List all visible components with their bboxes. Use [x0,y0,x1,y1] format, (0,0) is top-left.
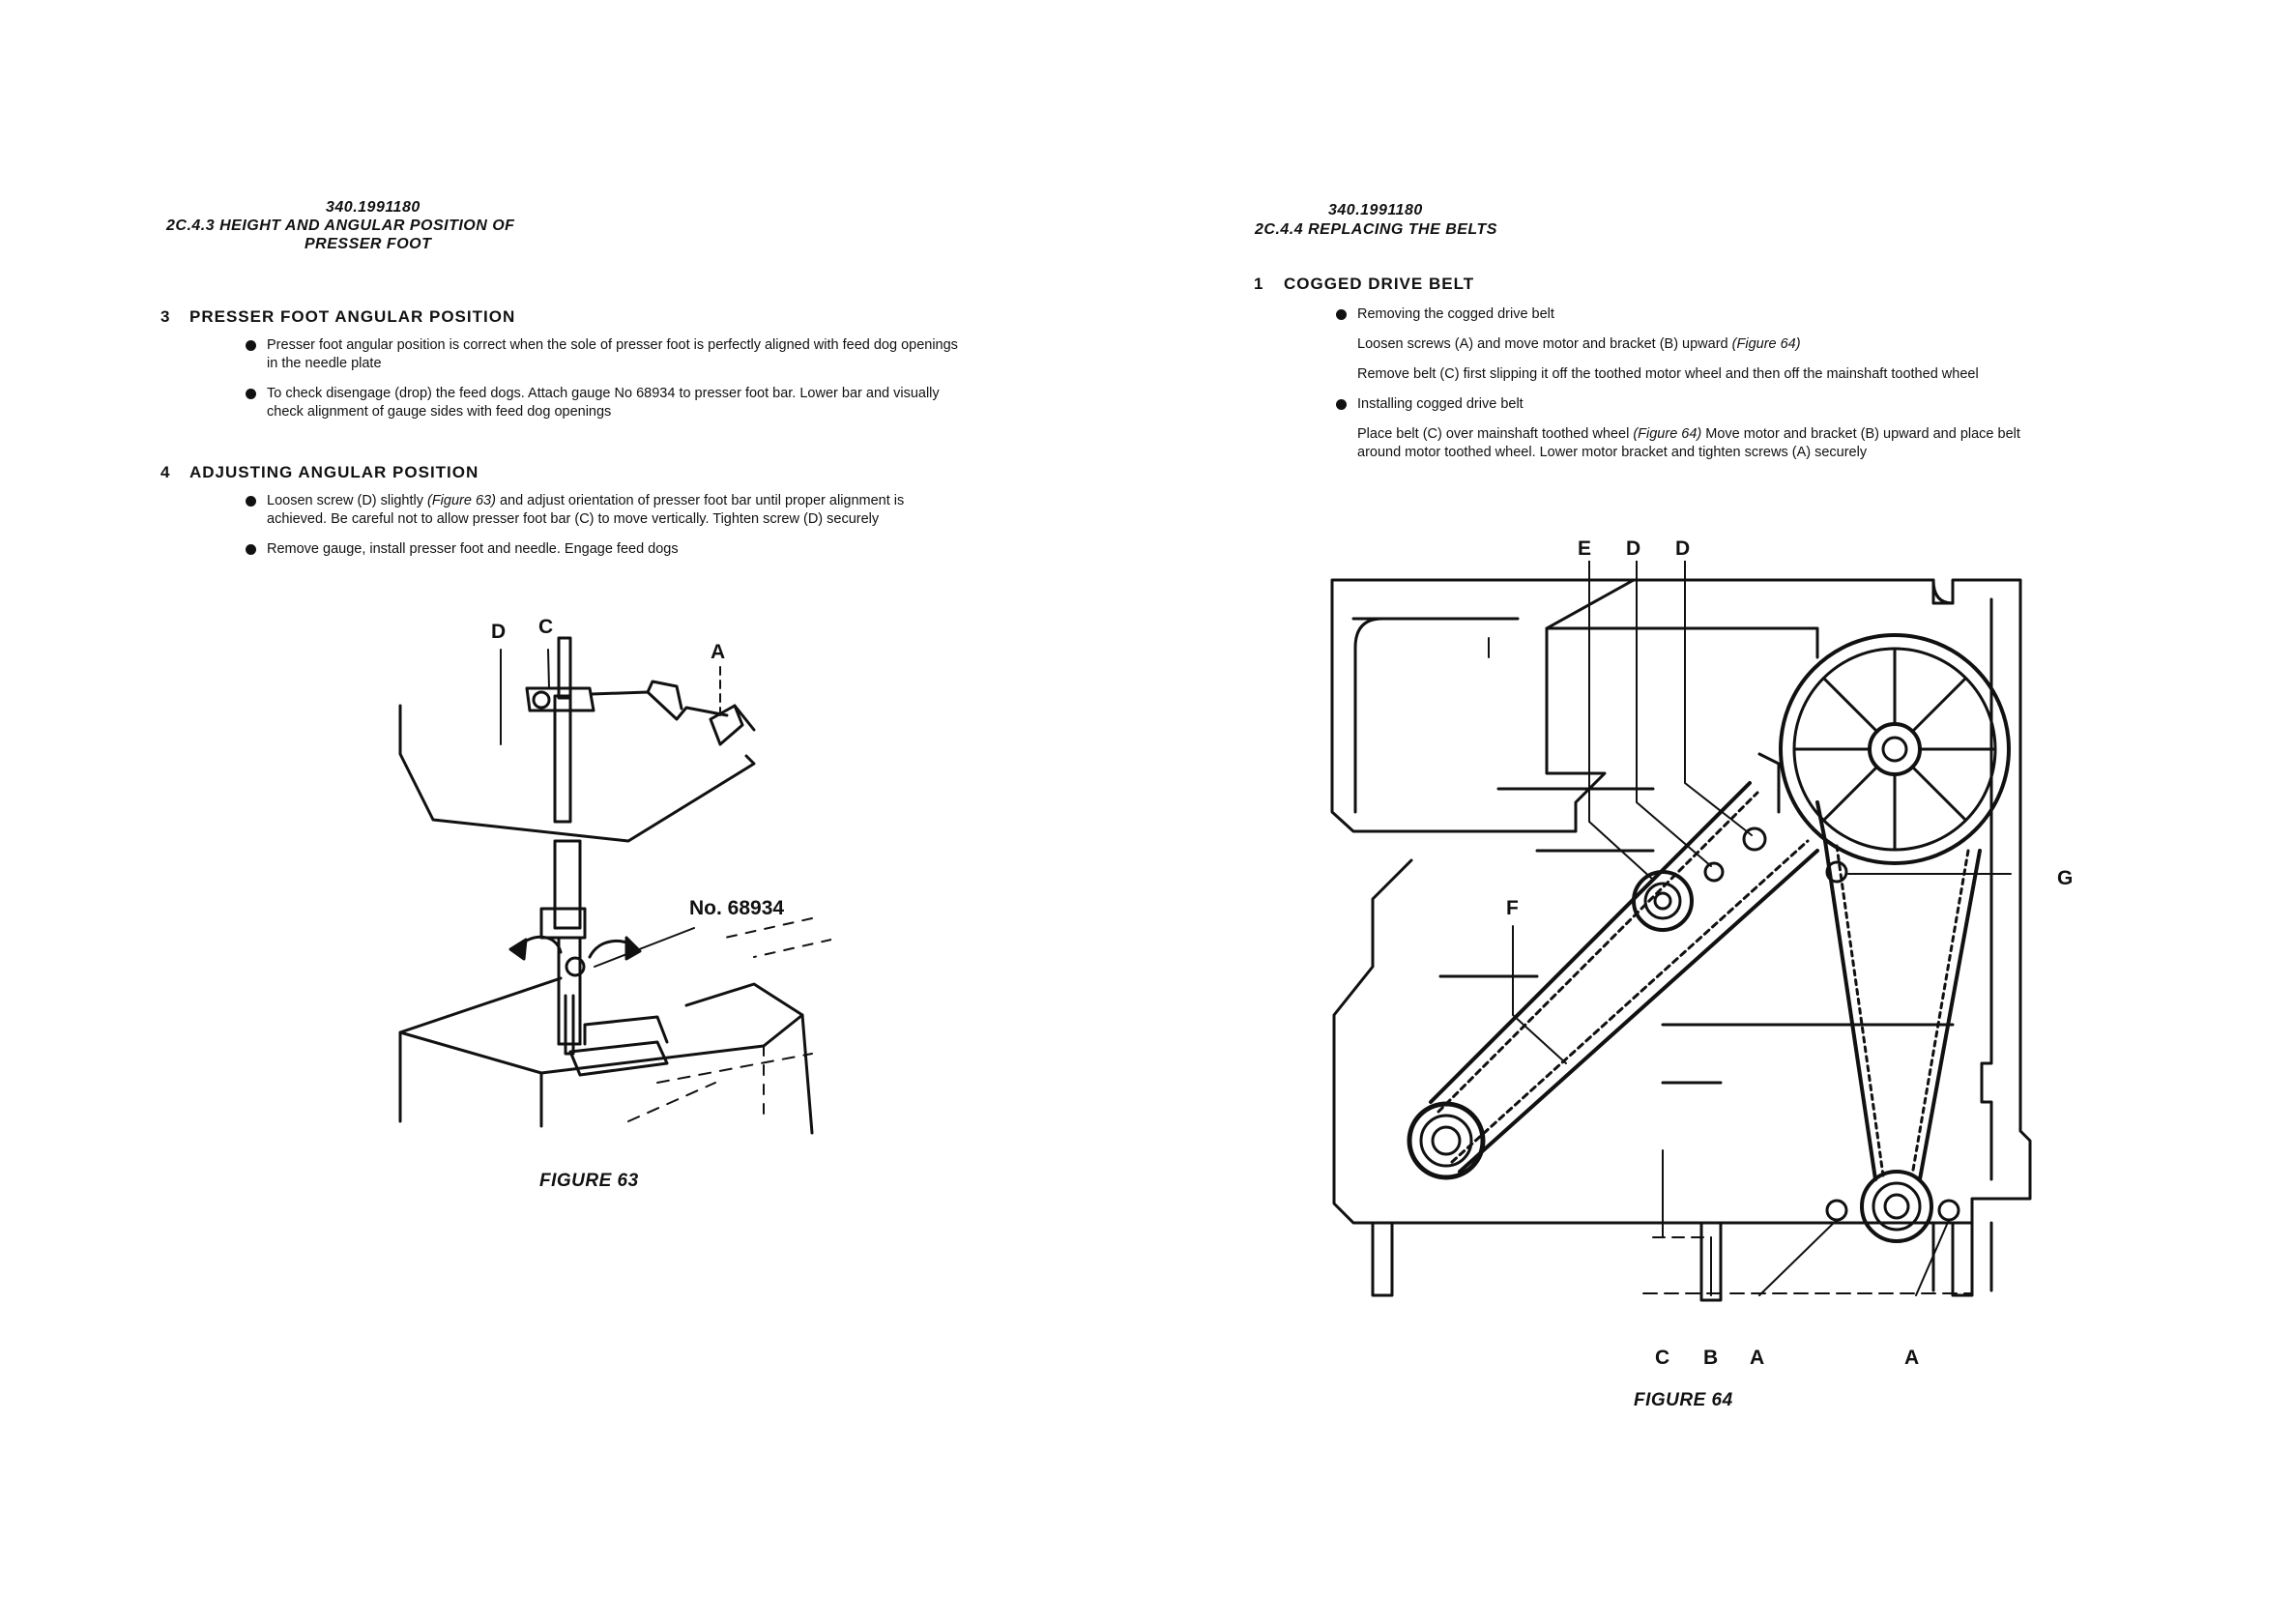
right-s1-p1-pre: Loosen screws (A) and move motor and bra… [1357,336,1732,352]
fig63-caption: FIGURE 63 [539,1171,639,1191]
left-s4-bullet2: Remove gauge, install presser foot and n… [246,540,959,559]
left-s3-bullet1: Presser foot angular position is correct… [246,336,959,373]
left-section-title-line1: 2C.4.3 HEIGHT AND ANGULAR POSITION OF [166,218,515,234]
right-doc-number: 340.1991180 [1328,202,1423,218]
figure-64-drawing [1330,561,2032,1302]
left-s4-bullet1-ref: (Figure 63) [427,493,496,508]
fig64-label-a1: A [1750,1347,1765,1369]
fig63-label-c: C [538,616,554,638]
left-s4-bullets: Loosen screw (D) slightly (Figure 63) an… [246,492,959,570]
fig64-label-d2: D [1675,537,1691,560]
fig64-label-f: F [1506,897,1519,919]
figure-63-drawing [398,636,831,1135]
left-s4-bullet1-post: and adjust orientation of presser foot b… [267,493,905,527]
left-s4-title: ADJUSTING ANGULAR POSITION [189,463,479,481]
fig64-label-d1: D [1626,537,1641,560]
right-s1-p2: Remove belt (C) first slipping it off th… [1357,366,1979,382]
right-s1-p3-pre: Place belt (C) over mainshaft toothed wh… [1357,426,1634,442]
left-s3-bullets: Presser foot angular position is correct… [246,336,959,433]
right-section-title: 2C.4.4 REPLACING THE BELTS [1255,221,1497,238]
right-s1-number: 1 [1254,275,1264,293]
left-s4-number: 4 [160,463,171,481]
right-s1-p3-ref: (Figure 64) [1633,426,1702,442]
right-s1-bullet2: Installing cogged drive belt [1336,395,2047,414]
fig64-label-c: C [1655,1347,1670,1369]
right-s1-bullet1: Removing the cogged drive belt [1336,305,2047,324]
fig64-label-b: B [1703,1347,1719,1369]
fig64-label-a2: A [1904,1347,1920,1369]
left-s3-title: PRESSER FOOT ANGULAR POSITION [189,307,516,326]
right-s1-p3: Place belt (C) over mainshaft toothed wh… [1336,425,2047,462]
fig63-label-a: A [711,641,726,663]
right-s1-p1: Loosen screws (A) and move motor and bra… [1336,335,2047,354]
left-s4-bullet1-pre: Loosen screw (D) slightly [267,493,427,508]
fig64-label-e: E [1578,537,1592,560]
fig63-label-d: D [491,621,507,643]
left-s3-number: 3 [160,307,171,326]
fig64-caption: FIGURE 64 [1634,1390,1733,1410]
right-s1-title: COGGED DRIVE BELT [1284,275,1475,293]
right-s1-p3-post: Move motor and bracket (B) upward and pl… [1357,426,2020,460]
fig64-label-g: G [2057,867,2074,889]
left-s3-bullet2: To check disengage (drop) the feed dogs.… [246,385,959,421]
left-s4-bullet1: Loosen screw (D) slightly (Figure 63) an… [246,492,959,529]
right-s1-p1-ref: (Figure 64) [1731,336,1801,352]
fig63-gauge-label: No. 68934 [689,897,785,919]
right-s1-content: Removing the cogged drive belt Loosen sc… [1336,305,2047,474]
left-doc-number: 340.1991180 [326,199,421,216]
left-section-title-line2: PRESSER FOOT [305,236,432,252]
